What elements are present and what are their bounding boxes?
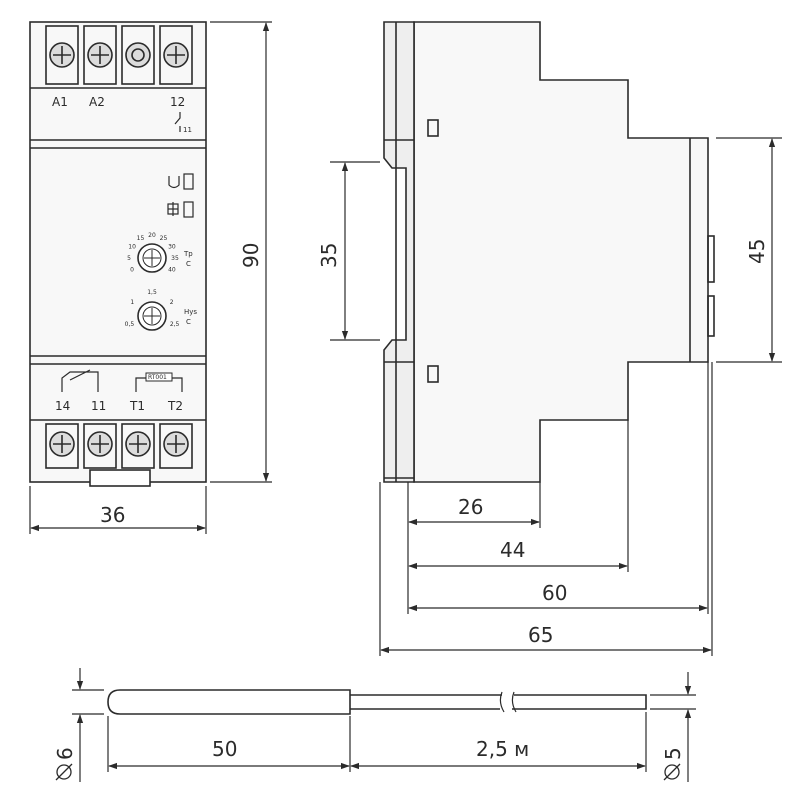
terminal-label-a1: A1 — [52, 95, 68, 109]
dim-depth-26: 26 — [458, 495, 483, 519]
dim-tip-length: 50 — [212, 737, 237, 761]
dial2-label-bottom: C — [186, 318, 191, 326]
face-bump-top — [707, 235, 715, 283]
diameter-symbol-tip — [55, 763, 73, 781]
dim-cable-length: 2,5 м — [476, 737, 529, 761]
dim-depth-44: 44 — [500, 538, 525, 562]
dial2-tick-label: 0,5 — [125, 321, 135, 328]
terminal-label-11: 11 — [91, 399, 106, 413]
terminal-label-12: 12 — [170, 95, 185, 109]
dial2-tick-label: 2,5 — [170, 321, 180, 328]
terminal-label-14: 14 — [55, 399, 70, 413]
din-clip — [89, 469, 151, 487]
dial1-label-bottom: C — [186, 260, 191, 268]
front-body — [29, 21, 207, 483]
power-indicator-icon — [168, 173, 194, 190]
terminal-label-t1: T1 — [129, 399, 145, 413]
side-dimensions — [330, 137, 782, 656]
probe-cable-left — [350, 694, 502, 710]
probe-dimensions — [72, 668, 696, 782]
dim-depth-65: 65 — [528, 623, 553, 647]
dial1-label-top: Tp — [183, 250, 193, 258]
dial1-tick-label: 10 — [128, 244, 136, 251]
terminal-label-a2: A2 — [89, 95, 105, 109]
bottom-screw-slots — [53, 435, 185, 453]
terminal-label-t2: T2 — [167, 399, 183, 413]
relay-contact-symbol — [61, 369, 99, 392]
dial2-label-top: Hys — [184, 308, 197, 316]
dial-hysteresis — [137, 301, 167, 331]
side-view — [383, 21, 715, 483]
dial-temperature — [137, 243, 167, 273]
dial1-tick-label: 0 — [130, 267, 134, 274]
dial1-tick-label: 20 — [148, 232, 156, 239]
front-view-labels: A1 A2 12 11 14 11 T1 T2 RT001 Tp C Hys C… — [52, 95, 197, 413]
side-din-clip — [383, 21, 415, 483]
cable-break-mark — [499, 691, 517, 713]
dim-rail-35: 35 — [317, 243, 341, 268]
temperature-probe — [107, 689, 647, 715]
dim-width-36: 36 — [100, 503, 125, 527]
face-bump-bottom — [707, 295, 715, 337]
bottom-terminal-block — [45, 423, 193, 469]
diameter-symbol-cable — [663, 763, 681, 781]
dim-cable-diameter: 5 — [661, 747, 685, 760]
dim-depth-60: 60 — [542, 581, 567, 605]
dial2-tick-label: 1 — [130, 299, 134, 306]
sensor-label: RT001 — [148, 374, 167, 381]
probe-tip — [107, 689, 351, 715]
dim-height-90: 90 — [239, 243, 263, 268]
relay-indicator-icon — [167, 201, 194, 218]
dial2-scale: 0,5 1 1,5 2 2,5 — [125, 289, 180, 328]
dial2-tick-label: 1,5 — [147, 289, 157, 296]
probe-cable-right — [512, 694, 647, 710]
top-screw-slots — [53, 46, 185, 64]
contact-sub-label: 11 — [183, 126, 192, 134]
dial1-tick-label: 15 — [137, 235, 145, 242]
latch-top — [427, 119, 439, 137]
sensor-box — [145, 372, 173, 382]
top-terminal-block — [45, 25, 193, 85]
top-screws — [49, 42, 189, 68]
dial1-tick-label: 30 — [168, 244, 176, 251]
dim-front-45: 45 — [745, 239, 769, 264]
dial1-tick-label: 40 — [168, 267, 176, 274]
dial1-tick-label: 35 — [171, 255, 179, 262]
front-view — [29, 21, 207, 487]
side-body-outline — [413, 21, 709, 483]
front-dimensions — [29, 21, 272, 534]
dial1-tick-label: 25 — [160, 235, 168, 242]
dim-tip-diameter: 6 — [53, 747, 77, 760]
latch-bottom — [427, 365, 439, 383]
dial2-tick-label: 2 — [170, 299, 174, 306]
dial1-tick-label: 5 — [127, 255, 131, 262]
changeover-contact-symbol — [174, 112, 181, 132]
